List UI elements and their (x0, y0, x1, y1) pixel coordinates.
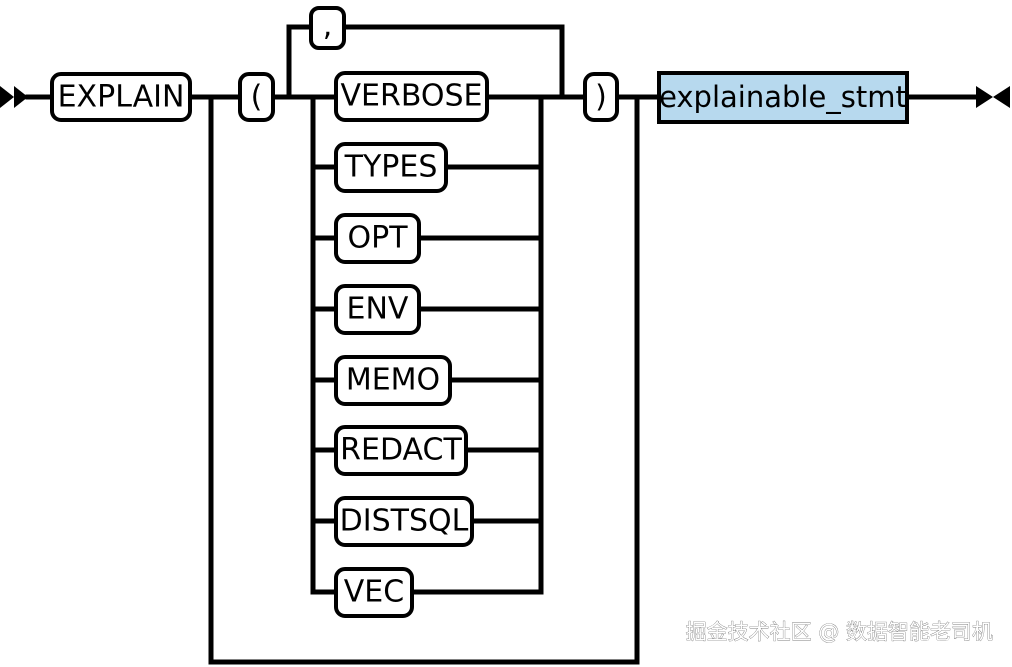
option-types-label: TYPES (344, 150, 438, 185)
option-memo-label: MEMO (346, 363, 440, 398)
option-distsql: DISTSQL (334, 496, 474, 547)
option-memo: MEMO (334, 355, 452, 406)
comma-terminal: , (309, 6, 346, 50)
option-distsql-label: DISTSQL (340, 504, 469, 539)
explain-label: EXPLAIN (58, 80, 185, 115)
option-env-label: ENV (347, 292, 409, 327)
option-vec: VEC (334, 567, 414, 618)
option-types: TYPES (334, 142, 448, 193)
option-opt-label: OPT (347, 221, 408, 256)
explainable-stmt-label: explainable_stmt (659, 80, 907, 114)
bowtie-end-icon (976, 86, 1010, 108)
options-bypass-loop (208, 94, 640, 665)
option-vec-label: VEC (344, 575, 404, 610)
close-paren-terminal: ) (583, 72, 619, 122)
option-verbose: VERBOSE (334, 71, 489, 122)
explain-terminal: EXPLAIN (50, 72, 192, 122)
comma-label: , (323, 9, 333, 44)
open-paren-label: ( (251, 80, 263, 115)
option-verbose-label: VERBOSE (341, 79, 483, 114)
watermark-text: 掘金技术社区 @ 数据智能老司机 (686, 620, 993, 644)
explainable-stmt-nonterminal: explainable_stmt (657, 71, 909, 124)
option-env: ENV (334, 284, 421, 335)
close-paren-label: ) (595, 80, 607, 115)
option-redact-label: REDACT (340, 433, 462, 468)
open-paren-terminal: ( (238, 72, 275, 122)
comma-repeat-loop (286, 24, 565, 100)
option-redact: REDACT (334, 425, 468, 476)
option-opt: OPT (334, 213, 421, 264)
double-arrow-start-icon (0, 86, 28, 108)
